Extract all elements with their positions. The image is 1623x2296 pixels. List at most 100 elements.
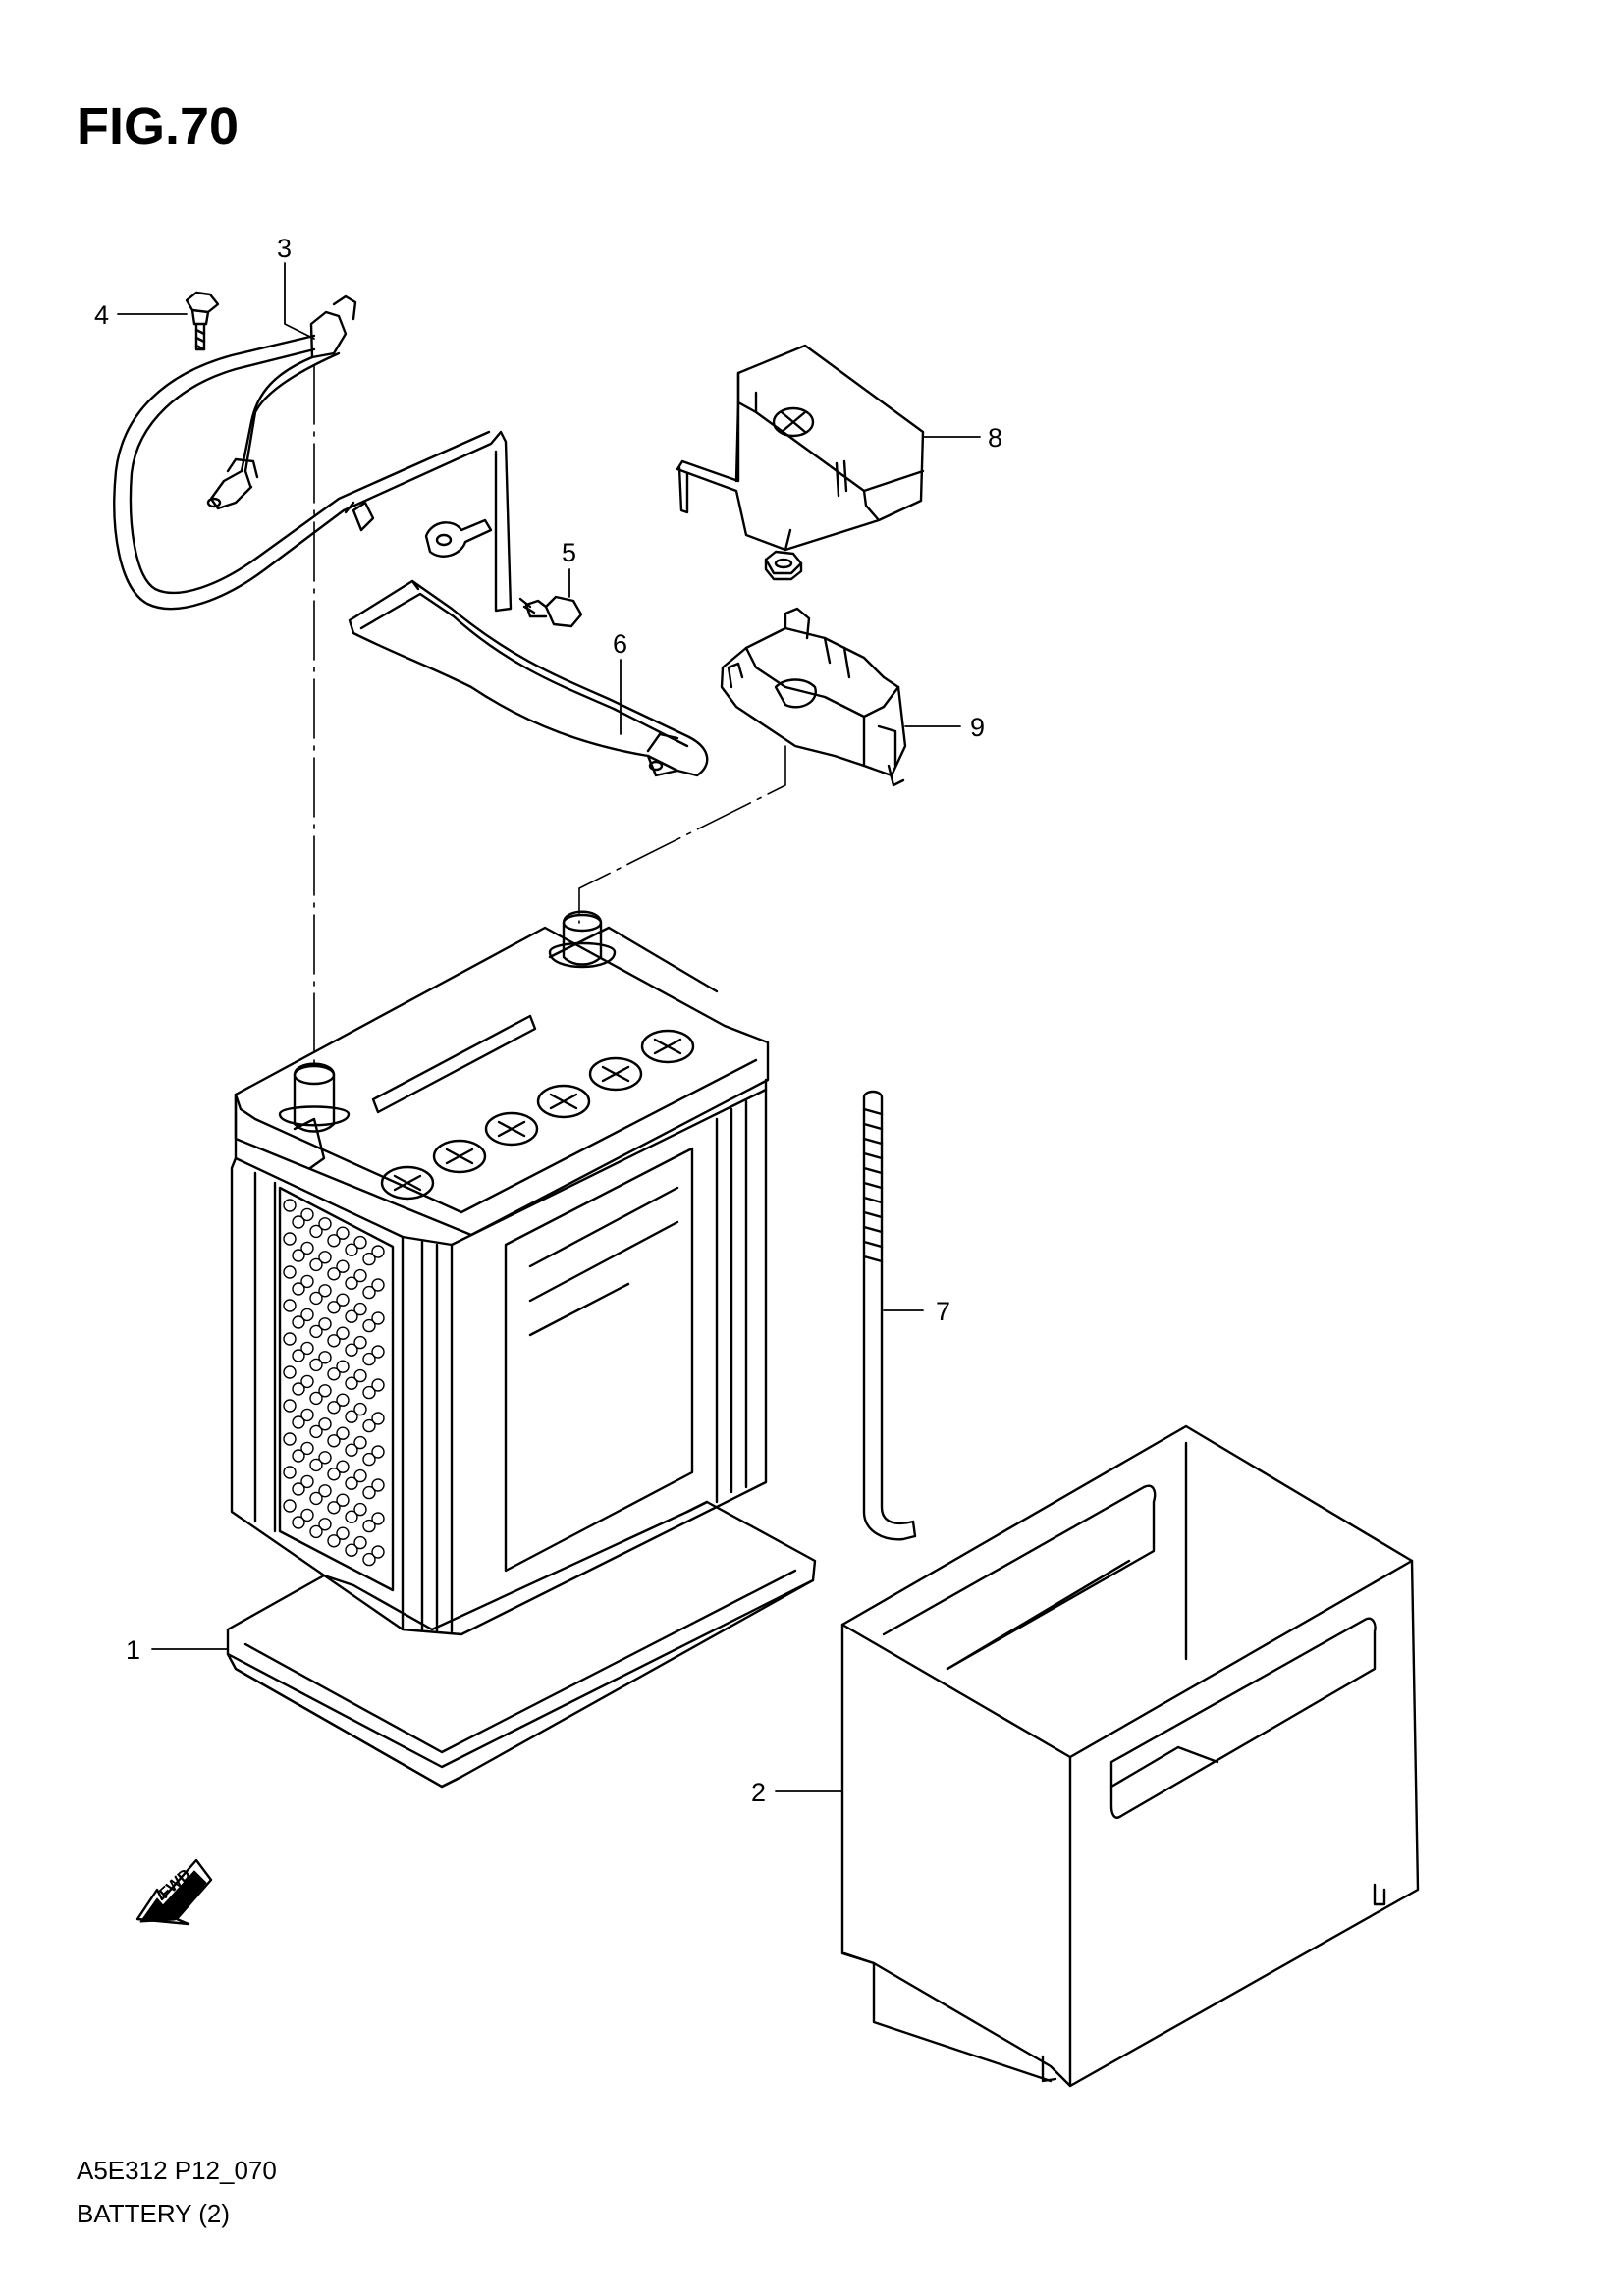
vent-hole	[309, 1524, 323, 1539]
vent-hole	[300, 1374, 314, 1389]
vent-hole	[309, 1257, 323, 1272]
vent-hole	[371, 1512, 385, 1525]
vent-hole	[327, 1401, 341, 1415]
vent-hole	[362, 1385, 376, 1400]
battery-box-part-2	[840, 1424, 1420, 2088]
vent-hole	[362, 1485, 376, 1500]
vent-hole	[345, 1543, 358, 1557]
vent-hole	[283, 1232, 297, 1246]
vent-hole	[362, 1252, 376, 1266]
vent-hole	[318, 1451, 332, 1465]
callout-8: 8	[988, 423, 1002, 453]
vent-hole	[300, 1474, 314, 1489]
vent-hole	[327, 1501, 341, 1515]
figure-title: FIG.70	[77, 97, 240, 156]
vent-hole	[292, 1516, 305, 1529]
vent-hole	[300, 1207, 314, 1222]
vent-hole	[309, 1391, 323, 1406]
vent-hole	[336, 1526, 350, 1540]
assembly-leaders	[313, 364, 786, 1066]
vent-hole	[292, 1315, 305, 1329]
vent-hole	[345, 1476, 358, 1490]
vent-hole	[292, 1382, 305, 1396]
vent-hole	[336, 1360, 350, 1373]
vent-hole	[292, 1249, 305, 1262]
vent-hole	[292, 1282, 305, 1296]
drawing-code: A5E312 P12_070	[77, 2156, 277, 2185]
vent-hole	[345, 1410, 358, 1423]
vent-hole	[309, 1224, 323, 1239]
vent-hole	[327, 1468, 341, 1481]
vent-hole	[292, 1415, 305, 1429]
vent-hole	[283, 1399, 297, 1413]
callout-7: 7	[936, 1297, 950, 1326]
vent-hole	[362, 1352, 376, 1366]
bolt-part-4	[185, 291, 220, 351]
vent-hole	[283, 1466, 297, 1479]
vent-hole	[327, 1434, 341, 1448]
vent-hole	[318, 1417, 332, 1431]
battery-tray-part-1	[226, 1500, 817, 1789]
vent-hole	[336, 1493, 350, 1507]
vent-hole	[353, 1335, 367, 1350]
vent-hole	[353, 1368, 367, 1383]
vent-hole	[318, 1484, 332, 1498]
vent-hole	[362, 1552, 376, 1567]
vent-hole	[371, 1445, 385, 1459]
vent-hole	[371, 1478, 385, 1492]
battery	[230, 910, 770, 1636]
vent-hole	[336, 1393, 350, 1407]
vent-hole	[353, 1302, 367, 1316]
vent-hole	[309, 1358, 323, 1372]
callout-4: 4	[94, 300, 109, 330]
vent-hole	[371, 1545, 385, 1559]
figure-caption: BATTERY (2)	[77, 2199, 231, 2228]
vent-hole	[300, 1241, 314, 1255]
vent-caps	[380, 1029, 695, 1201]
vent-hole	[283, 1332, 297, 1346]
vent-hole	[318, 1384, 332, 1398]
vent-hole	[327, 1534, 341, 1548]
vent-hole	[292, 1349, 305, 1362]
vent-hole	[300, 1508, 314, 1522]
callout-1: 1	[126, 1635, 140, 1665]
terminal-block-part-9	[720, 607, 907, 787]
vent-hole	[283, 1265, 297, 1279]
vent-hole	[371, 1378, 385, 1392]
vent-hole	[327, 1334, 341, 1348]
terminal-cover-part-8	[676, 344, 925, 552]
vent-hole	[345, 1376, 358, 1390]
vent-hole	[318, 1217, 332, 1231]
callout-leaders	[117, 262, 981, 1792]
callout-6: 6	[613, 629, 627, 659]
vent-hole	[362, 1285, 376, 1300]
vent-hole	[300, 1274, 314, 1289]
vent-hole	[345, 1309, 358, 1323]
vent-hole	[318, 1284, 332, 1298]
vent-hole	[318, 1317, 332, 1331]
vent-hole	[336, 1259, 350, 1273]
vent-hole	[345, 1243, 358, 1256]
vent-hole	[353, 1235, 367, 1250]
vent-hole	[318, 1251, 332, 1264]
vent-hole	[371, 1245, 385, 1258]
vent-hole	[336, 1460, 350, 1473]
vent-hole	[362, 1519, 376, 1533]
vent-hole	[362, 1452, 376, 1467]
vent-hole	[318, 1351, 332, 1364]
vent-hole	[371, 1412, 385, 1425]
fwd-arrow-icon	[135, 1858, 213, 1926]
honeycomb-pattern	[283, 1199, 385, 1567]
vent-hole	[309, 1491, 323, 1506]
callout-9: 9	[970, 713, 985, 742]
vent-hole	[283, 1365, 297, 1379]
bolt-part-5	[518, 595, 583, 628]
callout-3: 3	[277, 234, 292, 263]
vent-hole	[371, 1278, 385, 1292]
vent-hole	[283, 1432, 297, 1446]
vent-hole	[309, 1291, 323, 1306]
vent-hole	[336, 1326, 350, 1340]
vent-hole	[300, 1341, 314, 1356]
vent-hole	[336, 1226, 350, 1240]
ring-terminal	[424, 518, 493, 558]
